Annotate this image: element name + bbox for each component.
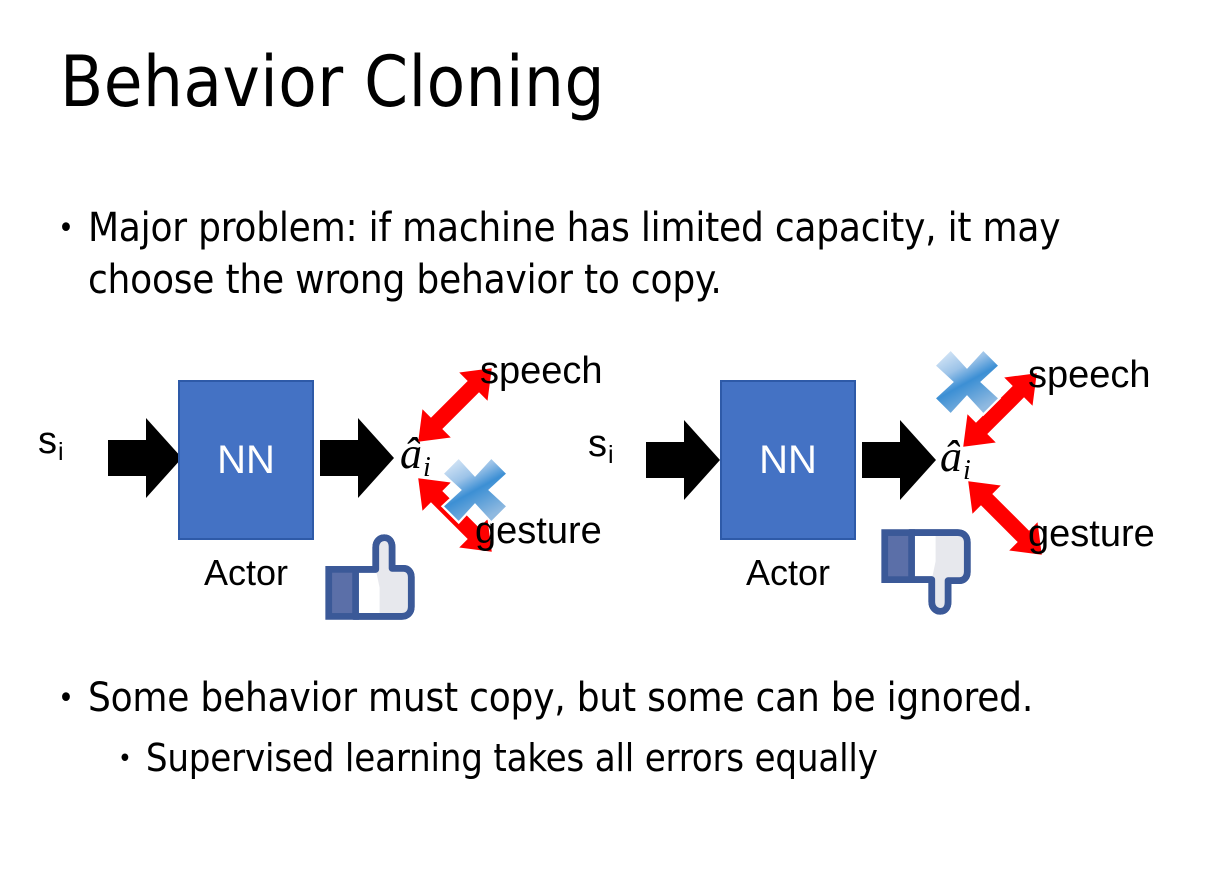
thumbs-up-icon bbox=[325, 534, 415, 620]
cross-out-gesture-icon bbox=[440, 455, 510, 525]
diagram-actor-correct: si NN Actor âi speech gesture bbox=[10, 340, 610, 640]
bullet-text: Supervised learning takes all errors equ… bbox=[145, 736, 878, 780]
diagram-actor-wrong: si NN Actor âi speech bbox=[580, 340, 1180, 640]
bullet-marker-icon: • bbox=[58, 211, 74, 246]
bullet-item-major-problem: • Major problem: if machine has limited … bbox=[58, 202, 1148, 306]
nn-box: NN bbox=[178, 380, 314, 540]
page-title: Behavior Cloning bbox=[60, 41, 605, 123]
bullet-item-some-behavior: • Some behavior must copy, but some can … bbox=[58, 672, 1178, 724]
branch-label-gesture: gesture bbox=[1028, 513, 1155, 555]
bullet-marker-icon: • bbox=[58, 681, 74, 716]
actor-caption: Actor bbox=[203, 552, 289, 593]
thumbs-down-icon bbox=[881, 529, 971, 615]
branch-arrow-speech-icon bbox=[963, 373, 1037, 447]
output-arrow-icon bbox=[862, 420, 936, 500]
input-arrow-icon bbox=[646, 420, 720, 500]
bullet-marker-icon: • bbox=[118, 744, 132, 774]
actor-caption: Actor bbox=[745, 552, 831, 593]
cross-out-speech-icon bbox=[932, 347, 1002, 417]
branch-label-speech: speech bbox=[480, 350, 603, 392]
input-state-label: si bbox=[588, 423, 614, 469]
input-arrow-icon bbox=[108, 418, 182, 498]
input-state-label: si bbox=[38, 420, 64, 466]
output-arrow-icon bbox=[320, 418, 394, 498]
bullet-text: Some behavior must copy, but some can be… bbox=[87, 675, 1034, 721]
branch-arrow-speech-icon bbox=[418, 368, 492, 442]
branch-label-speech: speech bbox=[1028, 354, 1151, 396]
output-action-label: âi bbox=[400, 429, 431, 483]
output-action-label: âi bbox=[940, 432, 971, 486]
nn-box-label: NN bbox=[759, 438, 817, 482]
nn-box: NN bbox=[720, 380, 856, 540]
branch-arrow-gesture-icon bbox=[968, 481, 1042, 555]
nn-box-label: NN bbox=[217, 438, 275, 482]
bullet-text: Major problem: if machine has limited ca… bbox=[87, 205, 1061, 303]
bullet-item-supervised-learning: • Supervised learning takes all errors e… bbox=[118, 734, 1178, 783]
